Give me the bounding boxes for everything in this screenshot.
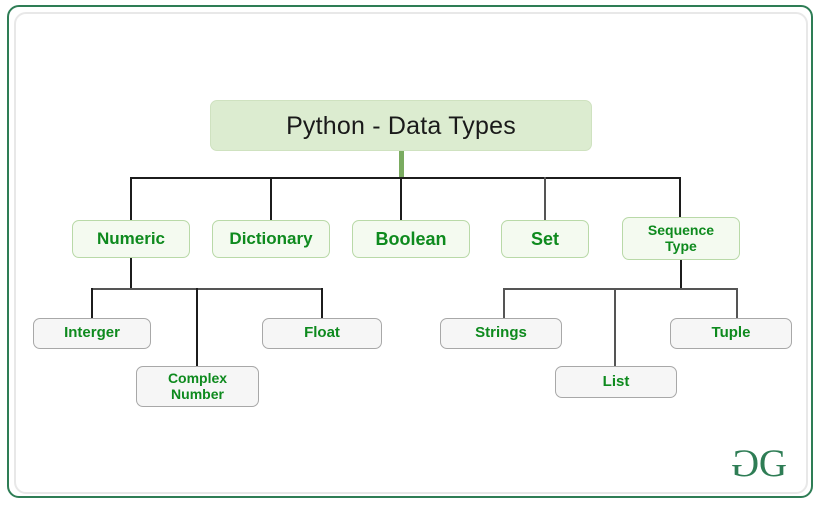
connector-drop-dictionary [270, 177, 272, 220]
node-boolean[interactable]: Boolean [352, 220, 470, 258]
node-list[interactable]: List [555, 366, 677, 398]
node-strings[interactable]: Strings [440, 318, 562, 349]
connector-sequence-bus [503, 288, 738, 290]
node-interger[interactable]: Interger [33, 318, 151, 349]
connector-drop-strings [503, 288, 505, 319]
node-root-python-data-types[interactable]: Python - Data Types [210, 100, 592, 151]
connector-drop-tuple [736, 288, 738, 319]
connector-drop-sequence [679, 177, 681, 217]
node-numeric[interactable]: Numeric [72, 220, 190, 258]
connector-numeric-stem [130, 258, 132, 289]
connector-sequence-stem [680, 260, 682, 289]
logo-mirrored-g-icon: G [731, 442, 759, 485]
connector-drop-list [614, 288, 616, 367]
node-set[interactable]: Set [501, 220, 589, 258]
connector-drop-boolean [400, 177, 402, 220]
node-float[interactable]: Float [262, 318, 382, 349]
node-tuple[interactable]: Tuple [670, 318, 792, 349]
connector-drop-float [321, 288, 323, 319]
node-complex-number[interactable]: Complex Number [136, 366, 259, 407]
node-sequence-type[interactable]: Sequence Type [622, 217, 740, 260]
node-dictionary[interactable]: Dictionary [212, 220, 330, 258]
connector-drop-complex-number [196, 288, 198, 367]
connector-drop-interger [91, 288, 93, 319]
geeksforgeeks-logo: GG [731, 442, 787, 485]
connector-numeric-bus [91, 288, 323, 290]
connector-root-stub [399, 151, 404, 178]
logo-g-icon: G [758, 442, 787, 485]
connector-drop-set [544, 177, 546, 220]
connector-main-bus [130, 177, 681, 179]
connector-drop-numeric [130, 177, 132, 220]
